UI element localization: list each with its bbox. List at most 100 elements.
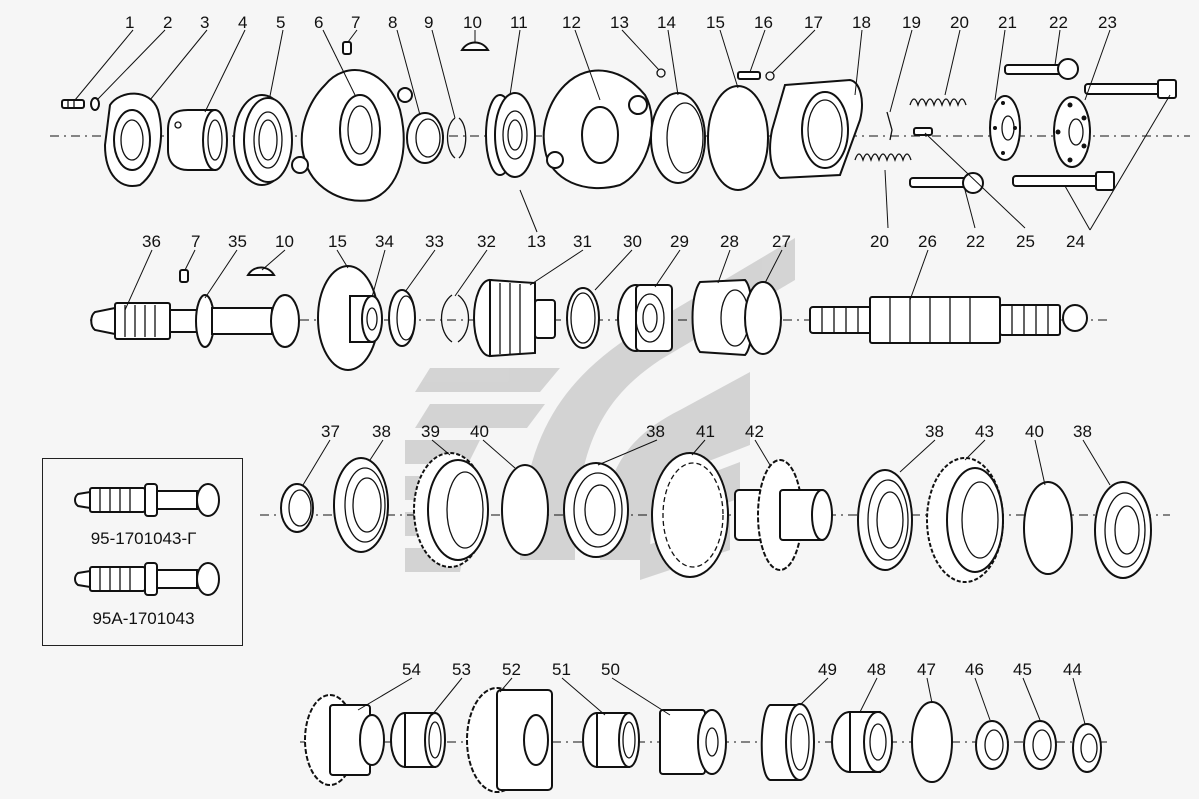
inset-shaft-variant-a: [74, 483, 220, 517]
part-19-pin: [886, 111, 893, 141]
callout-label: 6: [314, 13, 323, 32]
callout-label: 16: [754, 13, 773, 32]
callout-label: 32: [477, 232, 496, 251]
callout-label: 7: [191, 232, 200, 251]
part-38-bearing-c: [857, 469, 913, 571]
callout-label: 50: [601, 660, 620, 679]
variant-inset-box: 95-1701043-Г 95А-1701043: [42, 458, 243, 646]
part-27-o-ring: [744, 281, 782, 355]
part-33-ring: [388, 289, 416, 347]
callout-label: 38: [1073, 422, 1092, 441]
part-21-disc: [989, 95, 1021, 161]
callout-label: 42: [745, 422, 764, 441]
part-25-screw: [913, 127, 933, 136]
part-40-snap-ring-b: [1023, 481, 1073, 575]
variant-b-label: 95А-1701043: [92, 609, 195, 628]
callout-label: 4: [238, 13, 247, 32]
callout-label: 2: [163, 13, 172, 32]
part-47-snap-ring: [911, 701, 953, 783]
callout-label: 36: [142, 232, 161, 251]
part-38-bearing-a: [333, 457, 389, 553]
part-39-synchro-gear: [413, 452, 489, 568]
callout-label: 45: [1013, 660, 1032, 679]
callout-label: 7: [351, 13, 360, 32]
part-49-cup: [760, 703, 815, 781]
part-1-bolt: [61, 99, 85, 109]
callout-label: 17: [804, 13, 823, 32]
callout-label: 46: [965, 660, 984, 679]
callout-label: 40: [1025, 422, 1044, 441]
part-7-pin: [342, 41, 352, 55]
part-22-stud-upper: [1004, 58, 1079, 80]
part-23-disc: [1053, 96, 1091, 168]
part-41-synchro-ring: [651, 452, 729, 578]
callout-label: 51: [552, 660, 571, 679]
callout-label: 12: [562, 13, 581, 32]
callout-label: 11: [510, 13, 528, 32]
part-20-spring-upper: [909, 98, 967, 108]
part-40-snap-ring-a: [501, 464, 549, 556]
callout-label: 9: [424, 13, 433, 32]
part-51-bushing: [582, 712, 640, 768]
callout-label: 41: [696, 422, 715, 441]
part-38-bearing-d: [1094, 481, 1152, 579]
callout-label: 24: [1066, 232, 1085, 251]
part-36-shaft: [90, 294, 300, 348]
callout-label: 35: [228, 232, 247, 251]
part-42-gear-hub: [734, 459, 833, 571]
callout-label: 14: [657, 13, 676, 32]
callout-label: 20: [870, 232, 889, 251]
variant-a-label: 95-1701043-Г: [90, 529, 197, 548]
callout-label: 47: [917, 660, 936, 679]
part-10-key: [460, 41, 490, 51]
part-11-worm-gear: [485, 92, 536, 178]
callout-label: 22: [1049, 13, 1068, 32]
callout-label: 39: [421, 422, 440, 441]
part-24-bolt-lower: [1012, 171, 1115, 191]
callout-label: 38: [372, 422, 391, 441]
callout-label: 38: [925, 422, 944, 441]
callout-label: 34: [375, 232, 394, 251]
part-46-lock-washer: [975, 720, 1009, 770]
part-18-bracket: [769, 78, 863, 180]
part-17-washer: [765, 71, 775, 81]
part-52-gear: [466, 687, 553, 793]
part-31-gear-pulley: [473, 278, 556, 358]
callout-label: 49: [818, 660, 837, 679]
part-32-snap-ring: [440, 294, 470, 343]
callout-label: 52: [502, 660, 521, 679]
callout-label: 19: [902, 13, 921, 32]
callout-label: 3: [200, 13, 209, 32]
callout-label: 40: [470, 422, 489, 441]
callout-label: 20: [950, 13, 969, 32]
callout-label: 1: [125, 13, 134, 32]
callout-label: 15: [328, 232, 347, 251]
callout-label: 13: [527, 232, 546, 251]
callout-label: 25: [1016, 232, 1035, 251]
callout-label: 21: [998, 13, 1017, 32]
part-43-synchro-gear: [926, 457, 1004, 583]
part-37-ring: [280, 483, 314, 533]
part-28-housing: [691, 278, 754, 357]
callout-label: 28: [720, 232, 739, 251]
part-53-bushing: [390, 712, 446, 768]
callout-label: 22: [966, 232, 985, 251]
part-12-housing: [542, 69, 653, 190]
callout-label: 13: [610, 13, 629, 32]
inset-shaft-variant-b: [74, 562, 220, 596]
callout-label: 43: [975, 422, 994, 441]
part-4-sleeve: [167, 109, 228, 171]
part-16-screw: [737, 71, 761, 80]
part-29-bearing: [617, 284, 673, 352]
part-34-collar: [349, 295, 383, 343]
leader-lines: [74, 29, 1171, 725]
callout-label: 10: [275, 232, 294, 251]
part-5-bearing: [233, 94, 293, 186]
part-15-o-ring: [707, 85, 769, 191]
part-7-pin-row2: [179, 269, 189, 283]
part-22-stud-lower: [909, 172, 984, 194]
part-50-gear: [659, 709, 727, 775]
callout-label: 15: [706, 13, 725, 32]
part-3-cover: [103, 92, 162, 187]
